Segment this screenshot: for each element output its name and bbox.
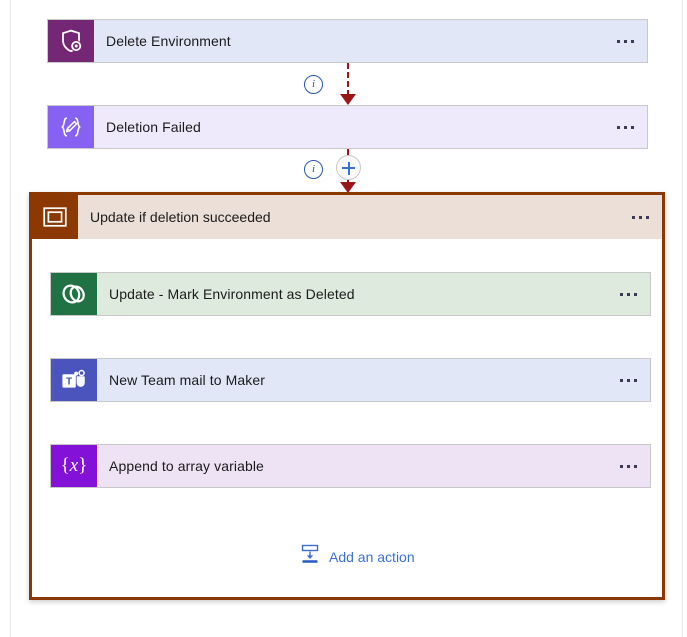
- dataverse-loops-icon: [51, 273, 97, 315]
- braces-x-glyph: {x}: [60, 455, 88, 476]
- connector-line-dashed-upper: [347, 149, 349, 159]
- action-card-new-team-mail-to-maker[interactable]: T New Team mail to Maker: [50, 358, 651, 402]
- svg-text:T: T: [66, 377, 72, 388]
- action-card-deletion-failed[interactable]: Deletion Failed: [47, 105, 648, 149]
- page-left-rule: [10, 0, 11, 637]
- more-options-button[interactable]: [606, 359, 650, 401]
- action-card-update-mark-environment-as-deleted[interactable]: Update - Mark Environment as Deleted: [50, 272, 651, 316]
- action-card-append-to-array-variable[interactable]: {x} Append to array variable: [50, 444, 651, 488]
- more-options-button[interactable]: [603, 106, 647, 148]
- add-an-action-label: Add an action: [329, 548, 415, 565]
- insert-action-icon: [299, 543, 321, 570]
- action-title: New Team mail to Maker: [109, 372, 265, 388]
- microsoft-teams-icon: T: [51, 359, 97, 401]
- action-card-delete-environment[interactable]: Delete Environment: [47, 19, 648, 63]
- page-right-rule: [682, 0, 683, 637]
- scope-title: Update if deletion succeeded: [90, 209, 271, 225]
- more-options-button[interactable]: [606, 445, 650, 487]
- scope-update-if-deletion-succeeded[interactable]: Update if deletion succeeded Update - Ma…: [29, 192, 665, 600]
- connector-arrowhead: [340, 94, 356, 105]
- action-title: Deletion Failed: [106, 119, 201, 135]
- add-an-action-button[interactable]: Add an action: [299, 543, 415, 570]
- action-title: Append to array variable: [109, 458, 264, 474]
- info-icon[interactable]: i: [304, 160, 323, 179]
- info-icon[interactable]: i: [304, 75, 323, 94]
- shield-delete-icon: [48, 20, 94, 62]
- more-options-button[interactable]: [606, 273, 650, 315]
- scope-header[interactable]: Update if deletion succeeded: [32, 195, 662, 239]
- variable-braces-x-icon: {x}: [51, 445, 97, 487]
- connector-arrowhead: [340, 182, 356, 193]
- compose-braces-pencil-icon: [48, 106, 94, 148]
- action-title: Delete Environment: [106, 33, 231, 49]
- action-title: Update - Mark Environment as Deleted: [109, 286, 355, 302]
- more-options-button[interactable]: [618, 195, 662, 239]
- more-options-button[interactable]: [603, 20, 647, 62]
- scope-rectangle-icon: [32, 195, 78, 239]
- insert-step-button[interactable]: [336, 155, 361, 180]
- connector-line-dashed: [347, 63, 349, 96]
